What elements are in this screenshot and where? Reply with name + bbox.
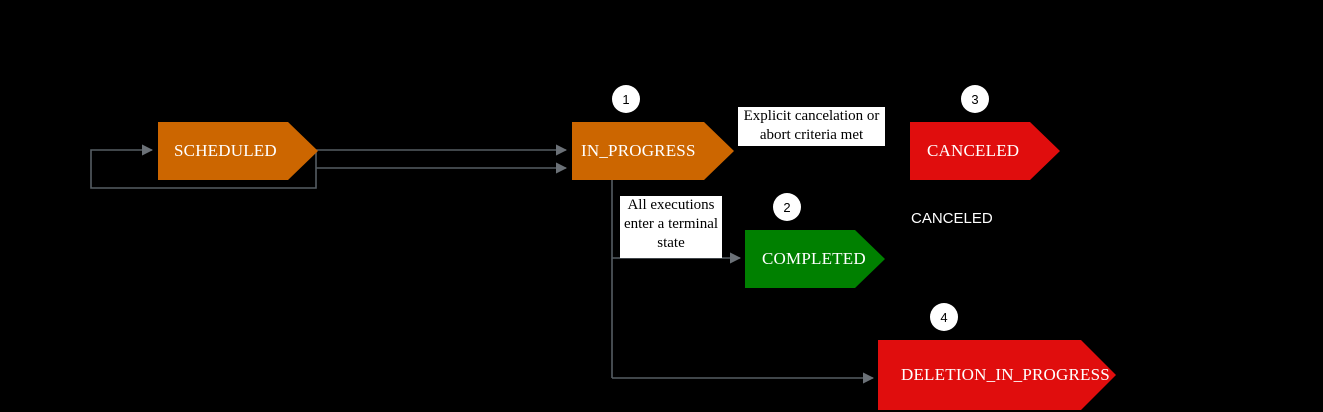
node-completed[interactable]: COMPLETED bbox=[745, 230, 885, 288]
badge-canceled: 3 bbox=[961, 85, 989, 113]
badge-in-progress: 1 bbox=[612, 85, 640, 113]
edge-label-terminal-state-line2: enter a terminal bbox=[623, 216, 719, 232]
node-label-scheduled: SCHEDULED bbox=[174, 141, 277, 160]
edge-label-terminal-state: All executions enter a terminal state bbox=[620, 196, 722, 258]
chevron-shape-canceled bbox=[910, 122, 1060, 180]
chevron-shape-scheduled bbox=[158, 122, 318, 180]
chevron-shape-in-progress bbox=[572, 122, 734, 180]
node-label-in-progress: IN_PROGRESS bbox=[581, 141, 696, 160]
node-label-completed: COMPLETED bbox=[762, 249, 866, 268]
chevron-shape-deletion-in-progress bbox=[878, 340, 1116, 410]
edge-label-terminal-state-line3: state bbox=[657, 235, 685, 251]
node-deletion-in-progress[interactable]: DELETION_IN_PROGRESS bbox=[878, 340, 1116, 410]
node-in-progress[interactable]: IN_PROGRESS bbox=[572, 122, 734, 180]
node-label-canceled: CANCELED bbox=[927, 141, 1020, 160]
edge-label-cancel-criteria: Explicit cancelation or abort criteria m… bbox=[738, 107, 885, 146]
badge-deletion-in-progress: 4 bbox=[930, 303, 958, 331]
chevron-shape-completed bbox=[745, 230, 885, 288]
edge-label-cancel-criteria-line2: abort criteria met bbox=[759, 127, 864, 143]
badge-completed: 2 bbox=[773, 193, 801, 221]
edge-label-cancel-criteria-line1: Explicit cancelation or bbox=[743, 108, 880, 124]
edge-label-terminal-state-line1: All executions bbox=[627, 197, 715, 213]
node-canceled[interactable]: CANCELED bbox=[910, 122, 1060, 180]
canceled-caption-text: CANCELED bbox=[911, 210, 993, 227]
edge-loopback-to-scheduled bbox=[90, 144, 317, 189]
node-scheduled[interactable]: SCHEDULED bbox=[158, 122, 318, 180]
node-label-deletion-in-progress: DELETION_IN_PROGRESS bbox=[901, 365, 1110, 384]
